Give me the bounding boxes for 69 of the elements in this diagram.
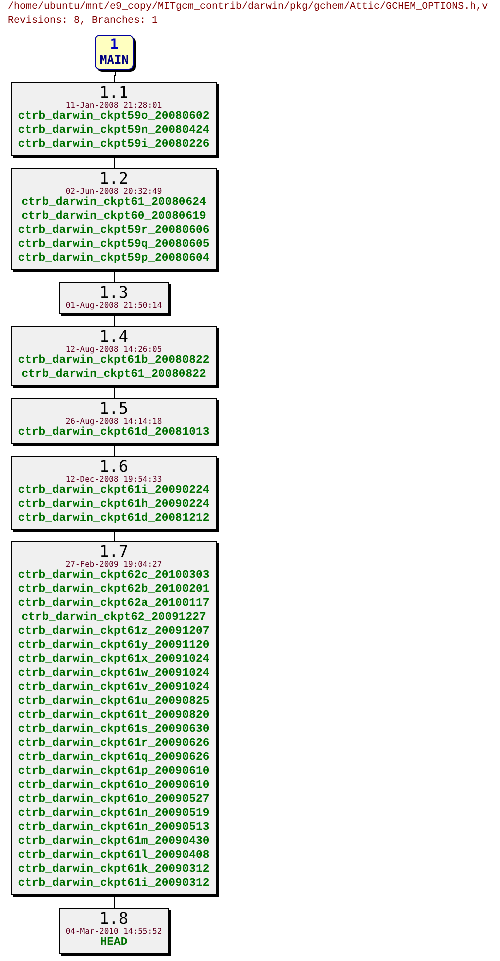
tag-name: ctrb_darwin_ckpt59q_20080605 xyxy=(18,238,210,252)
tag-name: ctrb_darwin_ckpt62_20091227 xyxy=(22,611,206,625)
tag-name: ctrb_darwin_ckpt61o_20090527 xyxy=(18,793,210,807)
tag-name: ctrb_darwin_ckpt61u_20090825 xyxy=(18,695,210,709)
revision-date: 04-Mar-2010 14:55:52 xyxy=(66,927,162,936)
revision-box xyxy=(11,456,217,530)
tag-name: ctrb_darwin_ckpt61_20080624 xyxy=(22,196,206,210)
revision-date: 27-Feb-2009 19:04:27 xyxy=(66,560,162,569)
tag-name: ctrb_darwin_ckpt62c_20100303 xyxy=(18,569,210,583)
revision-number: 1.5 xyxy=(100,401,128,417)
tag-name: ctrb_darwin_ckpt59p_20080604 xyxy=(18,252,210,266)
tag-name: ctrb_darwin_ckpt61s_20090630 xyxy=(18,723,210,737)
tag-name: HEAD xyxy=(100,936,128,950)
tag-name: ctrb_darwin_ckpt61p_20090610 xyxy=(18,765,210,779)
tag-name: ctrb_darwin_ckpt61d_20081013 xyxy=(18,426,210,440)
branch-name: MAIN xyxy=(100,53,129,67)
tag-name: ctrb_darwin_ckpt61l_20090408 xyxy=(18,849,210,863)
revision-date: 26-Aug-2008 14:14:18 xyxy=(66,417,162,426)
tag-name: ctrb_darwin_ckpt59i_20080226 xyxy=(18,138,210,152)
branch-box xyxy=(95,35,134,70)
revision-box xyxy=(11,168,217,270)
tag-name: ctrb_darwin_ckpt61z_20091207 xyxy=(18,625,210,639)
tag-name: ctrb_darwin_ckpt61i_20090224 xyxy=(18,484,210,498)
file-path: /home/ubuntu/mnt/e9_copy/MITgcm_contrib/darwin/pkg/gchem/Attic/GCHEM_OPTIONS.h,v xyxy=(8,1,488,14)
revision-box xyxy=(59,908,169,954)
revision-date: 12-Aug-2008 14:26:05 xyxy=(66,345,162,354)
tag-name: ctrb_darwin_ckpt61y_20091120 xyxy=(18,639,210,653)
revision-box xyxy=(11,82,217,156)
revision-number: 1.7 xyxy=(100,544,128,560)
tag-name: ctrb_darwin_ckpt61i_20090312 xyxy=(18,877,210,891)
revision-box xyxy=(11,326,217,386)
revision-date: 01-Aug-2008 21:50:14 xyxy=(66,301,162,310)
revision-number: 1.3 xyxy=(100,285,128,301)
revision-box xyxy=(59,282,169,314)
tag-name: ctrb_darwin_ckpt59r_20080606 xyxy=(18,224,210,238)
tag-name: ctrb_darwin_ckpt61n_20090513 xyxy=(18,821,210,835)
revision-box xyxy=(11,398,217,444)
connector-line xyxy=(114,894,115,908)
revision-box xyxy=(11,541,217,895)
tag-name: ctrb_darwin_ckpt61w_20091024 xyxy=(18,667,210,681)
revision-date: 02-Jun-2008 20:32:49 xyxy=(66,187,162,196)
revision-number: 1.4 xyxy=(100,329,128,345)
revision-date: 11-Jan-2008 21:28:01 xyxy=(66,101,162,110)
tag-name: ctrb_darwin_ckpt61q_20090626 xyxy=(18,751,210,765)
tag-name: ctrb_darwin_ckpt61h_20090224 xyxy=(18,498,210,512)
revision-summary: Revisions: 8, Branches: 1 xyxy=(8,15,158,28)
tag-name: ctrb_darwin_ckpt61v_20091024 xyxy=(18,681,210,695)
tag-name: ctrb_darwin_ckpt61o_20090610 xyxy=(18,779,210,793)
revision-number: 1.8 xyxy=(100,911,128,927)
tag-name: ctrb_darwin_ckpt61d_20081212 xyxy=(18,512,210,526)
tag-name: ctrb_darwin_ckpt62b_20100201 xyxy=(18,583,210,597)
tag-name: ctrb_darwin_ckpt61x_20091024 xyxy=(18,653,210,667)
tag-name: ctrb_darwin_ckpt61r_20090626 xyxy=(18,737,210,751)
revision-date: 12-Dec-2008 19:54:33 xyxy=(66,475,162,484)
tag-name: ctrb_darwin_ckpt61_20080822 xyxy=(22,368,206,382)
tag-name: ctrb_darwin_ckpt61n_20090519 xyxy=(18,807,210,821)
revision-number: 1.1 xyxy=(100,85,128,101)
tag-name: ctrb_darwin_ckpt61m_20090430 xyxy=(18,835,210,849)
tag-name: ctrb_darwin_ckpt61b_20080822 xyxy=(18,354,210,368)
tag-name: ctrb_darwin_ckpt61t_20090820 xyxy=(18,709,210,723)
tag-name: ctrb_darwin_ckpt59o_20080602 xyxy=(18,110,210,124)
tag-name: ctrb_darwin_ckpt61k_20090312 xyxy=(18,863,210,877)
tag-name: ctrb_darwin_ckpt62a_20100117 xyxy=(18,597,210,611)
tag-name: ctrb_darwin_ckpt60_20080619 xyxy=(22,210,206,224)
tag-name: ctrb_darwin_ckpt59n_20080424 xyxy=(18,124,210,138)
revision-number: 1.6 xyxy=(100,459,128,475)
branch-number: 1 xyxy=(110,38,119,53)
revision-number: 1.2 xyxy=(100,171,128,187)
connector-line xyxy=(114,70,116,82)
